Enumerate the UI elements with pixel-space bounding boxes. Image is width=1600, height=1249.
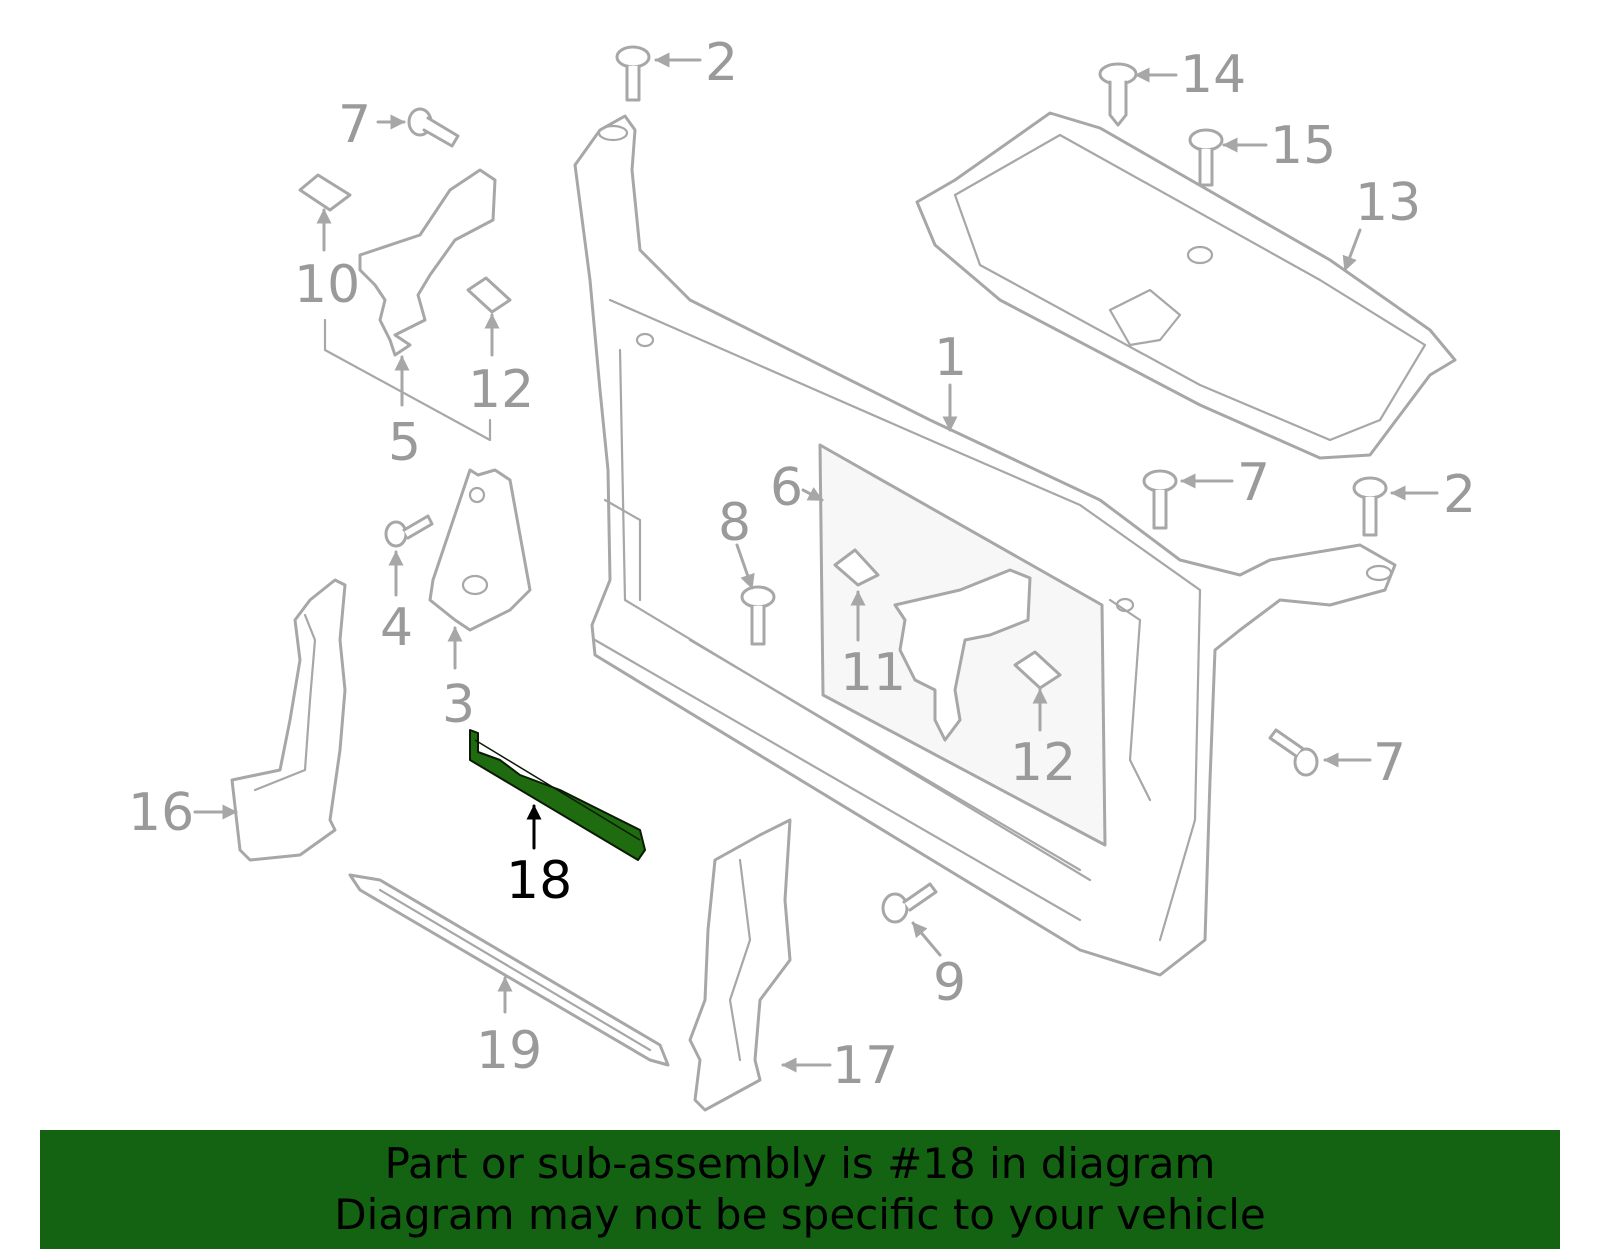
callout-7-low: 7 [1373,733,1406,793]
callout-12-right: 12 [1010,733,1076,793]
callout-2-right: 2 [1443,465,1476,525]
info-banner: Part or sub-assembly is #18 in diagram D… [40,1130,1560,1249]
fastener-2-top [615,45,651,102]
callout-15: 15 [1270,116,1336,176]
callout-8: 8 [718,493,751,553]
fastener-7-low [1268,728,1319,777]
fastener-2-right [1352,476,1388,537]
leader-lines [193,52,1439,1073]
callout-17: 17 [832,1036,898,1096]
fastener-9 [881,882,938,924]
part-16-air-guide [230,578,347,862]
parts-diagram: 2 2 7 7 7 10 12 5 4 3 1 6 8 11 12 13 14 … [128,33,1476,1112]
fastener-14-clip [1098,62,1138,127]
banner-line-1: Part or sub-assembly is #18 in diagram [384,1139,1216,1188]
callout-labels: 2 2 7 7 7 10 12 5 4 3 1 6 8 11 12 13 14 … [128,33,1476,1096]
callout-11: 11 [840,643,906,703]
callout-1: 1 [934,328,967,388]
part-19-lower-strip [348,873,670,1067]
banner-line-2: Diagram may not be specific to your vehi… [334,1190,1266,1239]
callout-19: 19 [476,1021,542,1081]
part-11-bracket [833,548,1062,742]
fastener-7-top [407,107,460,148]
fastener-4 [384,514,434,548]
fastener-8 [740,585,776,646]
callout-9: 9 [933,953,966,1013]
callout-14: 14 [1180,45,1246,105]
fastener-7-mid [1142,469,1178,530]
callout-12-left: 12 [468,360,534,420]
callout-6: 6 [770,458,803,518]
callout-7-mid: 7 [1237,453,1270,513]
callout-16: 16 [128,783,194,843]
part-3-bracket [428,468,532,632]
callout-4: 4 [380,598,413,658]
callout-7-top: 7 [338,95,371,155]
part-5-bracket [298,168,512,442]
part-13-upper-cover [915,111,1457,460]
part-18-deflector [469,729,646,861]
callout-10: 10 [294,255,360,315]
callout-13: 13 [1355,173,1421,233]
callout-3: 3 [442,675,475,735]
callout-2-top: 2 [705,33,738,93]
fastener-15 [1188,128,1224,187]
callout-5: 5 [388,413,421,473]
part-17-air-guide [688,818,792,1112]
callout-18-highlighted: 18 [506,851,572,911]
